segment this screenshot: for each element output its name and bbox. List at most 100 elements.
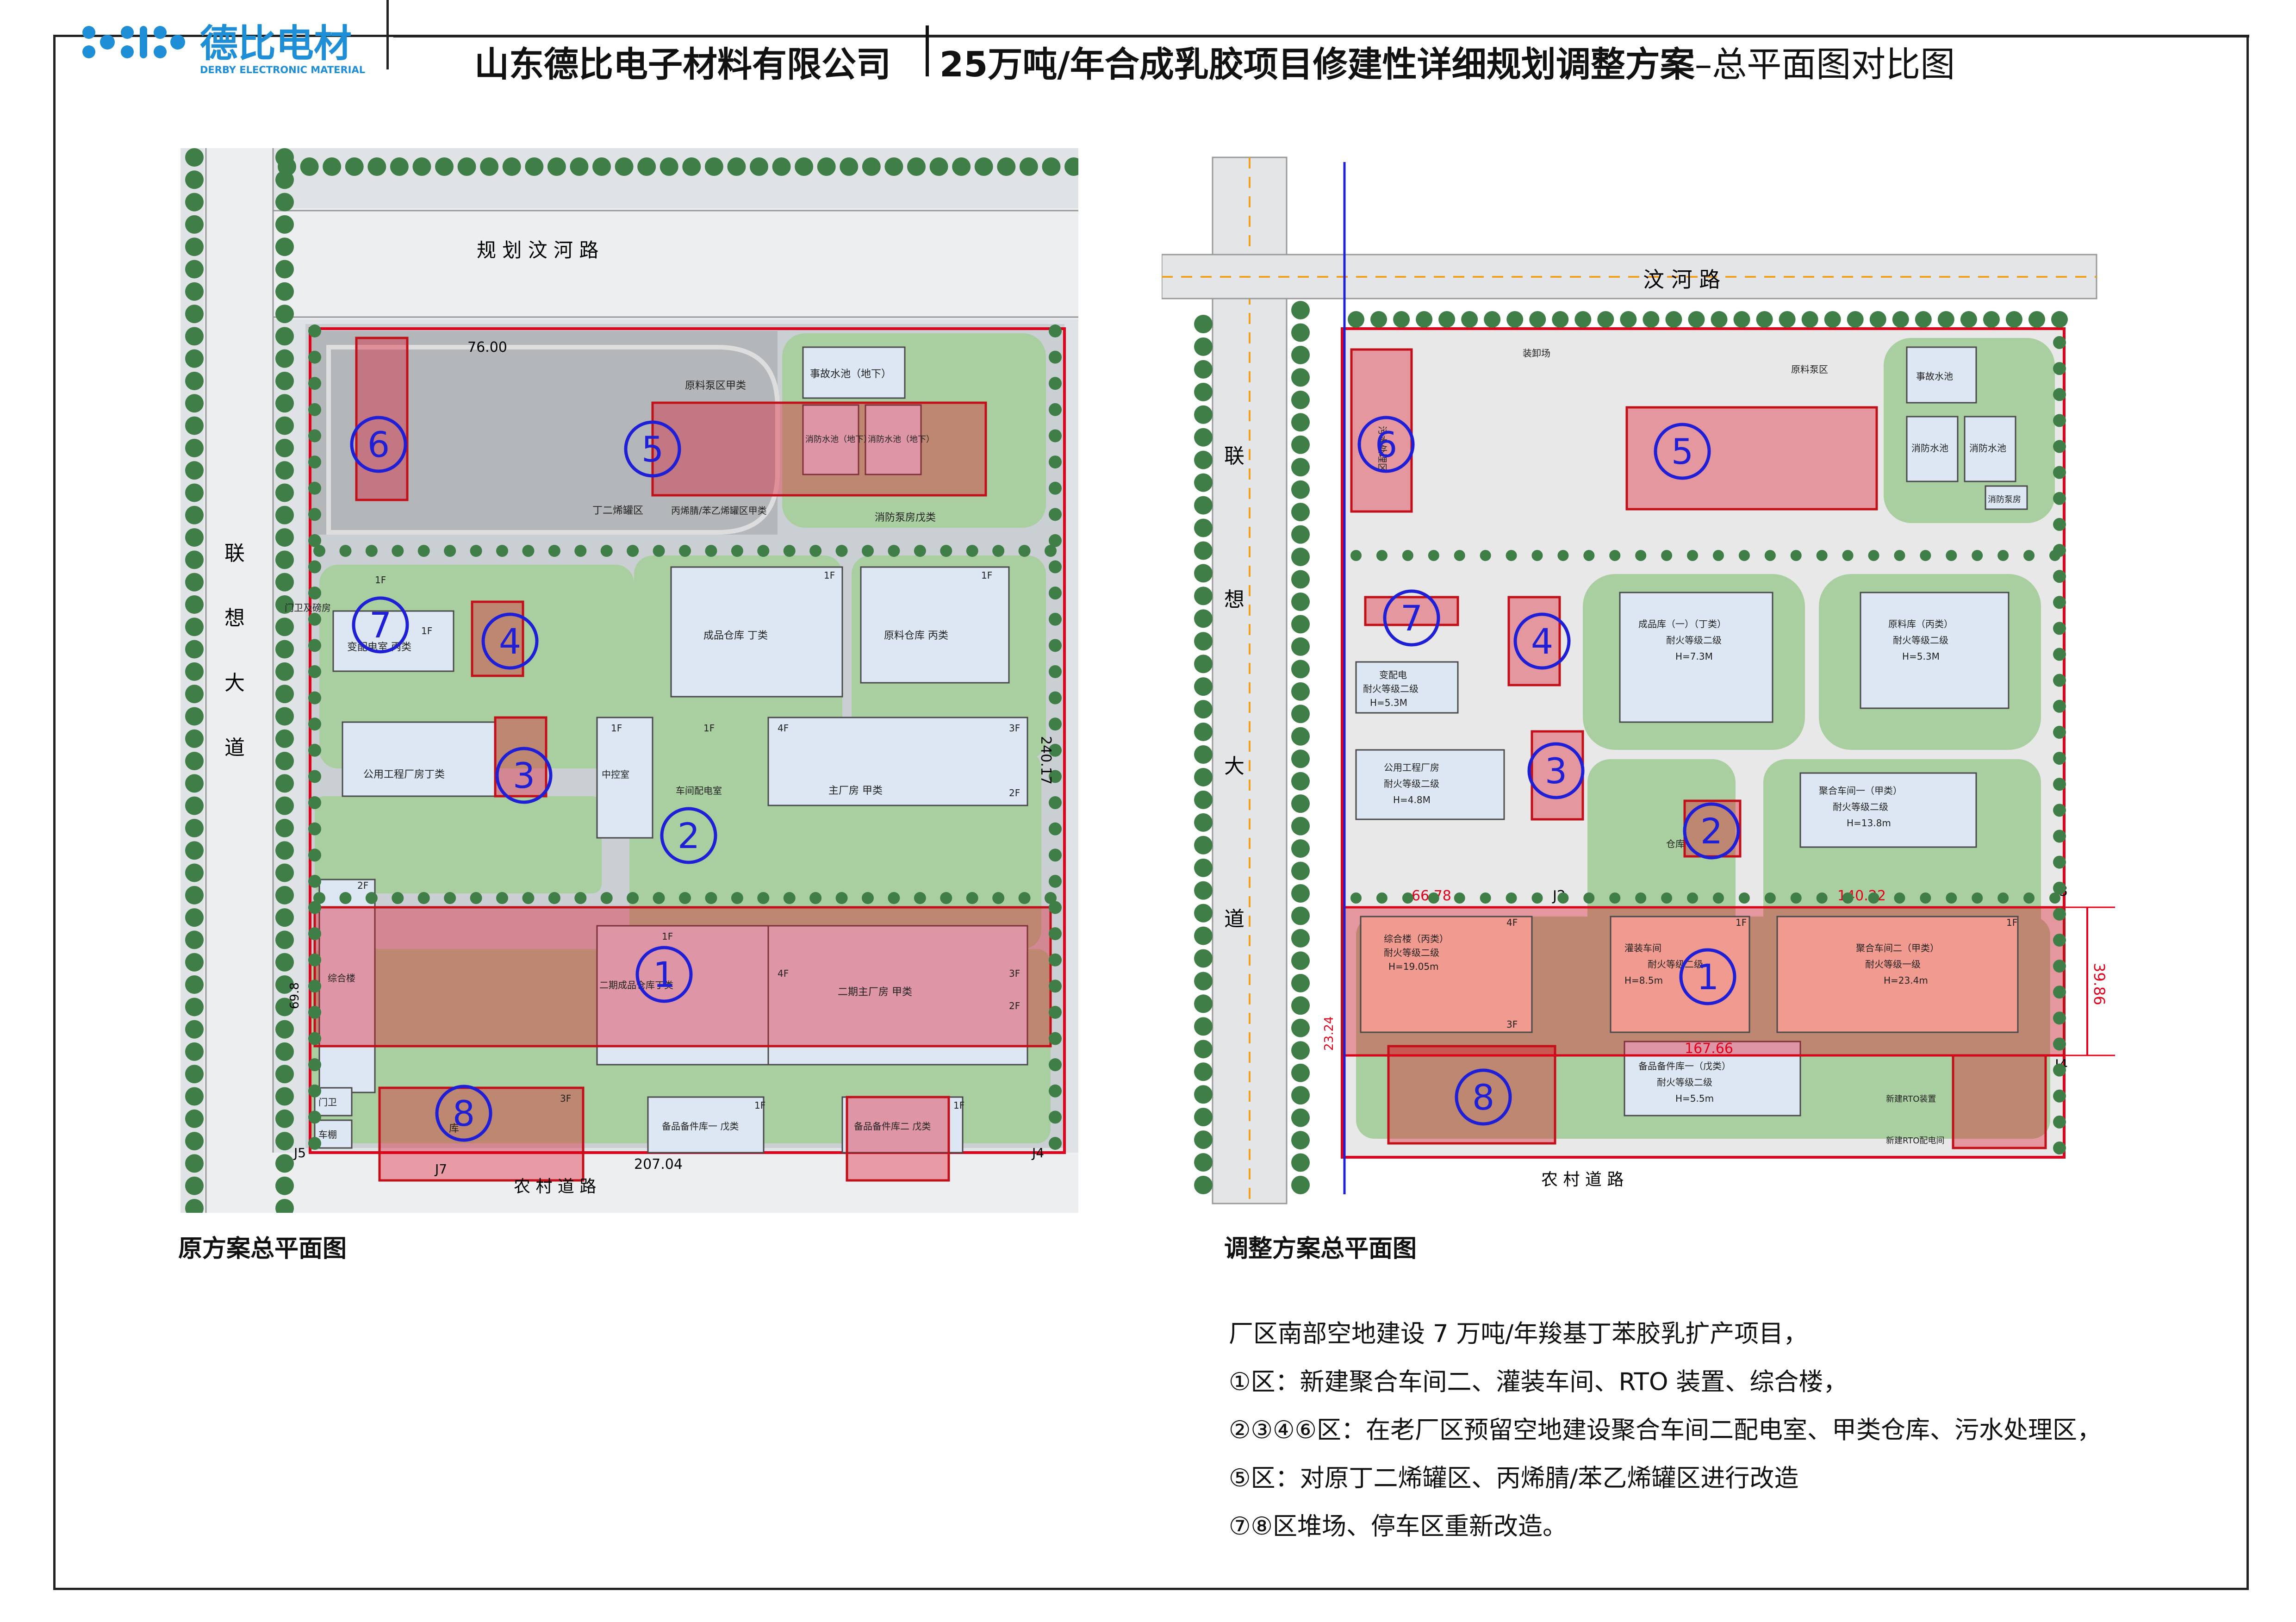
zone-4-number: 4 xyxy=(1531,621,1553,662)
zone-6-marker xyxy=(350,416,407,473)
tree-icon xyxy=(1049,770,1062,783)
project-title-suffix: –总平面图对比图 xyxy=(1694,44,1955,85)
tree-icon xyxy=(1291,705,1310,724)
floor-tag: 1F xyxy=(981,570,992,581)
tree-icon xyxy=(1376,550,1388,561)
tree-icon xyxy=(1194,315,1213,333)
tree-icon xyxy=(1291,749,1310,768)
tree-icon xyxy=(1042,157,1061,176)
tree-icon xyxy=(1764,550,1776,561)
tree-icon xyxy=(1557,550,1569,561)
tree-icon xyxy=(1049,691,1062,705)
tree-icon xyxy=(275,1132,294,1151)
tree-icon xyxy=(1194,655,1213,674)
tree-row-group xyxy=(185,148,1083,1217)
tree-icon xyxy=(1291,794,1310,813)
zone-6-marker xyxy=(1357,416,1415,473)
dim-south: 207.04 xyxy=(634,1156,683,1173)
dim-north: 76.00 xyxy=(467,339,507,356)
road-north xyxy=(268,208,1078,319)
tree-icon xyxy=(496,545,508,557)
zone-7-number: 7 xyxy=(369,605,392,646)
floor-tag: 3F xyxy=(1506,1019,1518,1030)
tree-icon xyxy=(2051,311,2068,328)
label-wastewater: 污水处理区 xyxy=(1377,426,1388,472)
tree-icon xyxy=(185,237,204,256)
zone-3-marker xyxy=(1527,742,1585,799)
tree-icon xyxy=(2053,1037,2066,1051)
tree-icon xyxy=(275,573,294,592)
tree-icon xyxy=(308,743,321,757)
tree-icon xyxy=(308,612,321,626)
tree-icon xyxy=(1946,550,1957,561)
tree-icon xyxy=(185,1176,204,1195)
tree-icon xyxy=(1529,311,1546,328)
tree-icon xyxy=(1574,311,1592,328)
tree-icon xyxy=(1291,390,1310,409)
original-site-plan-drawing: 规 划 汶 河 路 联 想 大 道 农 村 道 路 76.00 207.04 2… xyxy=(180,148,1083,1217)
tree-icon xyxy=(308,639,321,652)
tree-icon xyxy=(1194,949,1213,968)
road-west-label-3: 大 xyxy=(1224,755,1244,778)
tree-icon xyxy=(1983,311,2000,328)
tree-icon xyxy=(275,662,294,681)
tree-icon xyxy=(275,438,294,457)
tree-icon xyxy=(275,550,294,569)
tree-icon xyxy=(470,892,482,904)
floor-tag: 4F xyxy=(1506,917,1518,928)
floor-tag: 1F xyxy=(375,574,386,586)
tree-icon xyxy=(275,1020,294,1039)
tree-icon xyxy=(1291,503,1310,522)
tree-icon xyxy=(185,1042,204,1061)
tree-icon xyxy=(682,157,701,176)
zone-4-area xyxy=(1507,596,1561,686)
tree-icon xyxy=(2053,414,2066,427)
tree-icon xyxy=(185,618,204,636)
floor-tag: 1F xyxy=(1736,917,1747,928)
tree-icon xyxy=(457,157,476,176)
tree-icon xyxy=(308,1137,321,1150)
label-butadiene-tank: 丁二烯罐区 xyxy=(592,505,643,517)
tree-icon xyxy=(185,461,204,480)
zone-1-marker xyxy=(635,946,693,1003)
road-south xyxy=(268,1153,1078,1213)
bldg-material-warehouse xyxy=(1860,592,2010,709)
logo-divider xyxy=(386,0,389,69)
tree-icon xyxy=(1291,570,1310,589)
tree-icon xyxy=(2053,336,2066,349)
dim-south: 167.66 xyxy=(1685,1041,1733,1057)
floor-tag: 4F xyxy=(778,968,789,979)
tree-icon xyxy=(1049,874,1062,888)
tree-icon xyxy=(1194,450,1213,469)
road-west-label-2: 想 xyxy=(224,606,245,630)
tree-icon xyxy=(1049,560,1062,574)
tree-icon xyxy=(275,416,294,435)
tree-icon xyxy=(2053,674,2066,687)
tree-icon xyxy=(2023,550,2035,561)
zone-4-marker xyxy=(481,612,539,670)
zone-5-area xyxy=(1625,406,1878,511)
label-product-warehouse-height: H=7.3M xyxy=(1675,651,1713,662)
tree-icon xyxy=(1049,639,1062,652)
tree-icon xyxy=(574,545,587,557)
tree-icon xyxy=(345,157,364,176)
bldg-fire-pool-2 xyxy=(1964,416,2016,482)
tree-icon xyxy=(1738,892,1750,904)
tree-icon xyxy=(1194,1108,1213,1127)
road-west xyxy=(204,148,273,1213)
label-office: 综合楼（丙类） xyxy=(1384,933,1449,944)
floor-tag: 1F xyxy=(2006,917,2017,928)
tree-icon xyxy=(862,892,874,904)
tree-icon xyxy=(2053,855,2066,869)
floor-tag: 4F xyxy=(778,723,789,734)
tree-icon xyxy=(2028,311,2045,328)
label-office-fire: 耐火等级二级 xyxy=(1384,947,1439,958)
tree-icon xyxy=(275,685,294,704)
tree-icon xyxy=(185,998,204,1017)
tree-icon xyxy=(1480,550,1491,561)
floor-tag: 3F xyxy=(560,1093,571,1104)
tree-icon xyxy=(809,545,822,557)
tree-icon xyxy=(1049,979,1062,993)
tree-icon xyxy=(308,953,321,967)
tree-icon xyxy=(997,157,1016,176)
